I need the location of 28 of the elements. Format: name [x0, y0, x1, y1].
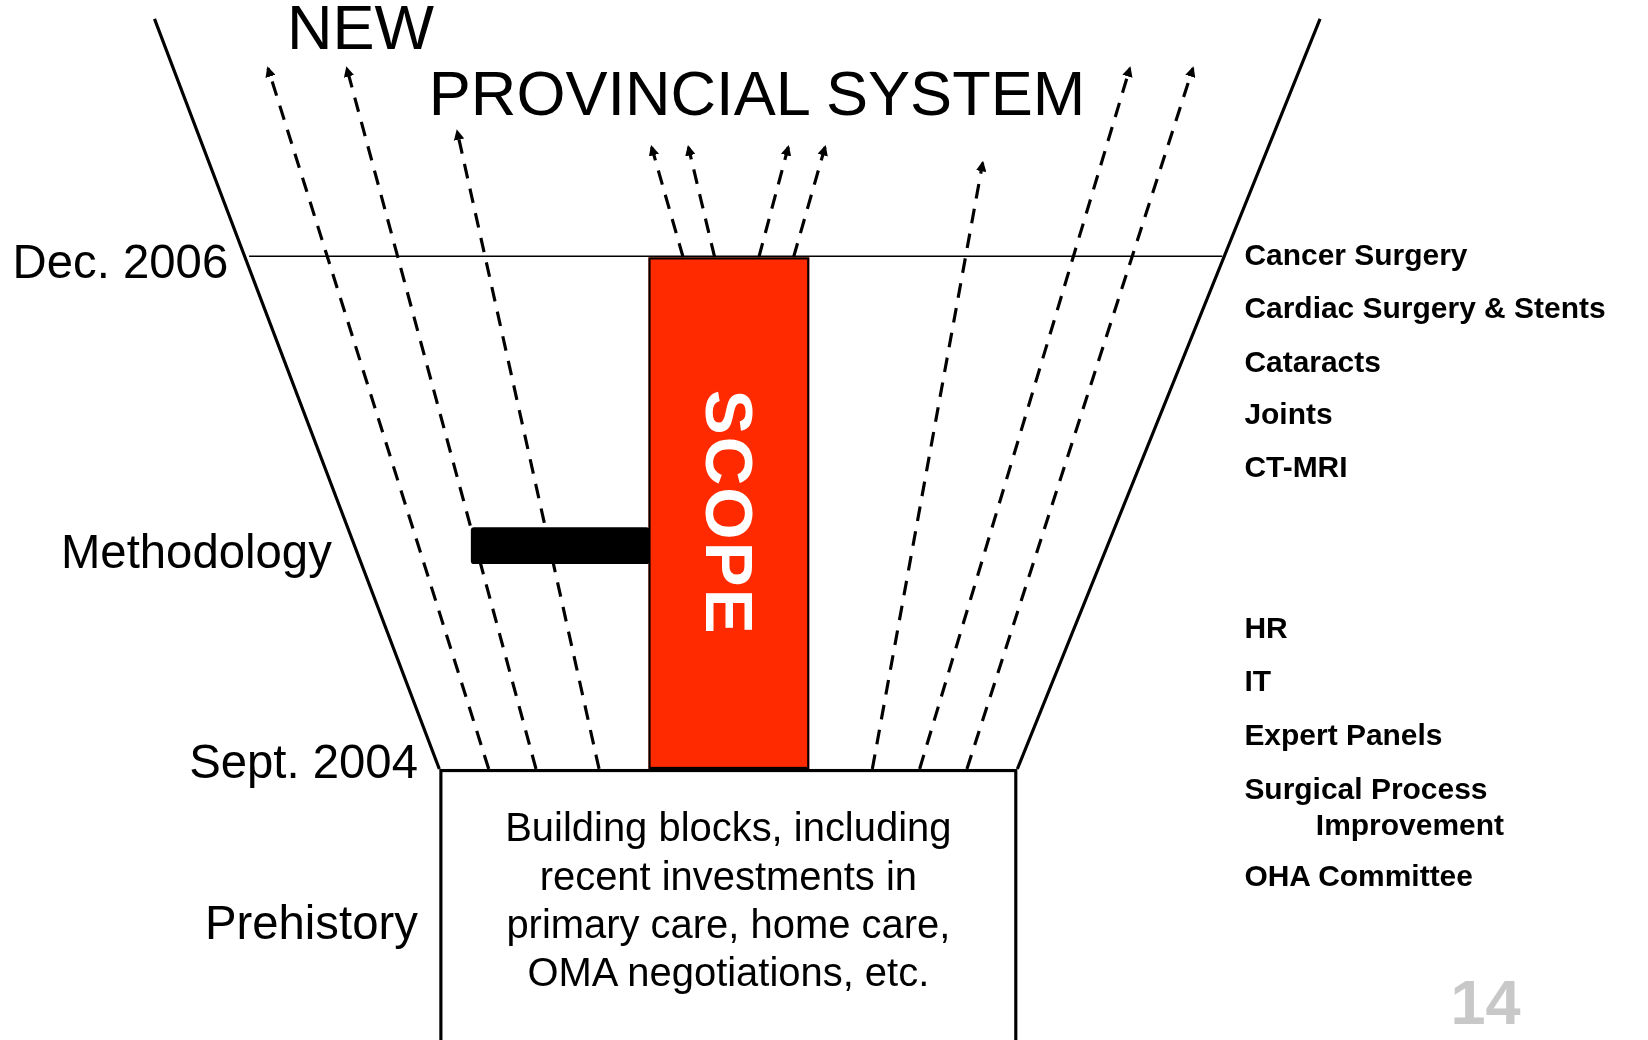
phase-label: Methodology	[60, 525, 332, 580]
list-item: Surgical Process Improvement	[1244, 771, 1505, 843]
methodology-bar	[470, 527, 650, 565]
dashed-arrow	[757, 145, 792, 258]
dashed-arrow	[343, 66, 538, 770]
list-item: HR	[1244, 610, 1288, 645]
date-label: Dec. 2006	[12, 235, 229, 290]
scope-bar: SCOPE	[648, 257, 810, 769]
dashed-arrow	[265, 66, 491, 770]
phase-label: Prehistory	[204, 896, 418, 951]
list-item: Joints	[1244, 397, 1333, 432]
list-item: Cardiac Surgery & Stents	[1244, 291, 1606, 326]
dashed-arrow	[648, 145, 685, 258]
list-item: Cataracts	[1244, 344, 1381, 380]
dashed-arrow	[792, 145, 828, 258]
list-item: IT	[1244, 663, 1271, 699]
dashed-arrow	[965, 66, 1196, 770]
list-item: CT-MRI	[1244, 449, 1348, 485]
dashed-arrow	[685, 145, 717, 258]
list-item: Expert Panels	[1244, 717, 1443, 753]
title: NEW PROVINCIAL SYSTEM	[286, 0, 1086, 127]
text-box: Building blocks, including recent investments in primary care, home care, OMA negotiations, etc.	[439, 768, 1018, 1040]
list-item: OHA Committee	[1244, 858, 1473, 893]
list-item: Cancer Surgery	[1244, 237, 1468, 273]
date-label: Sept. 2004	[189, 735, 418, 790]
dashed-arrow	[870, 160, 987, 770]
dashed-arrow	[453, 129, 601, 770]
dashed-arrow	[918, 66, 1133, 770]
